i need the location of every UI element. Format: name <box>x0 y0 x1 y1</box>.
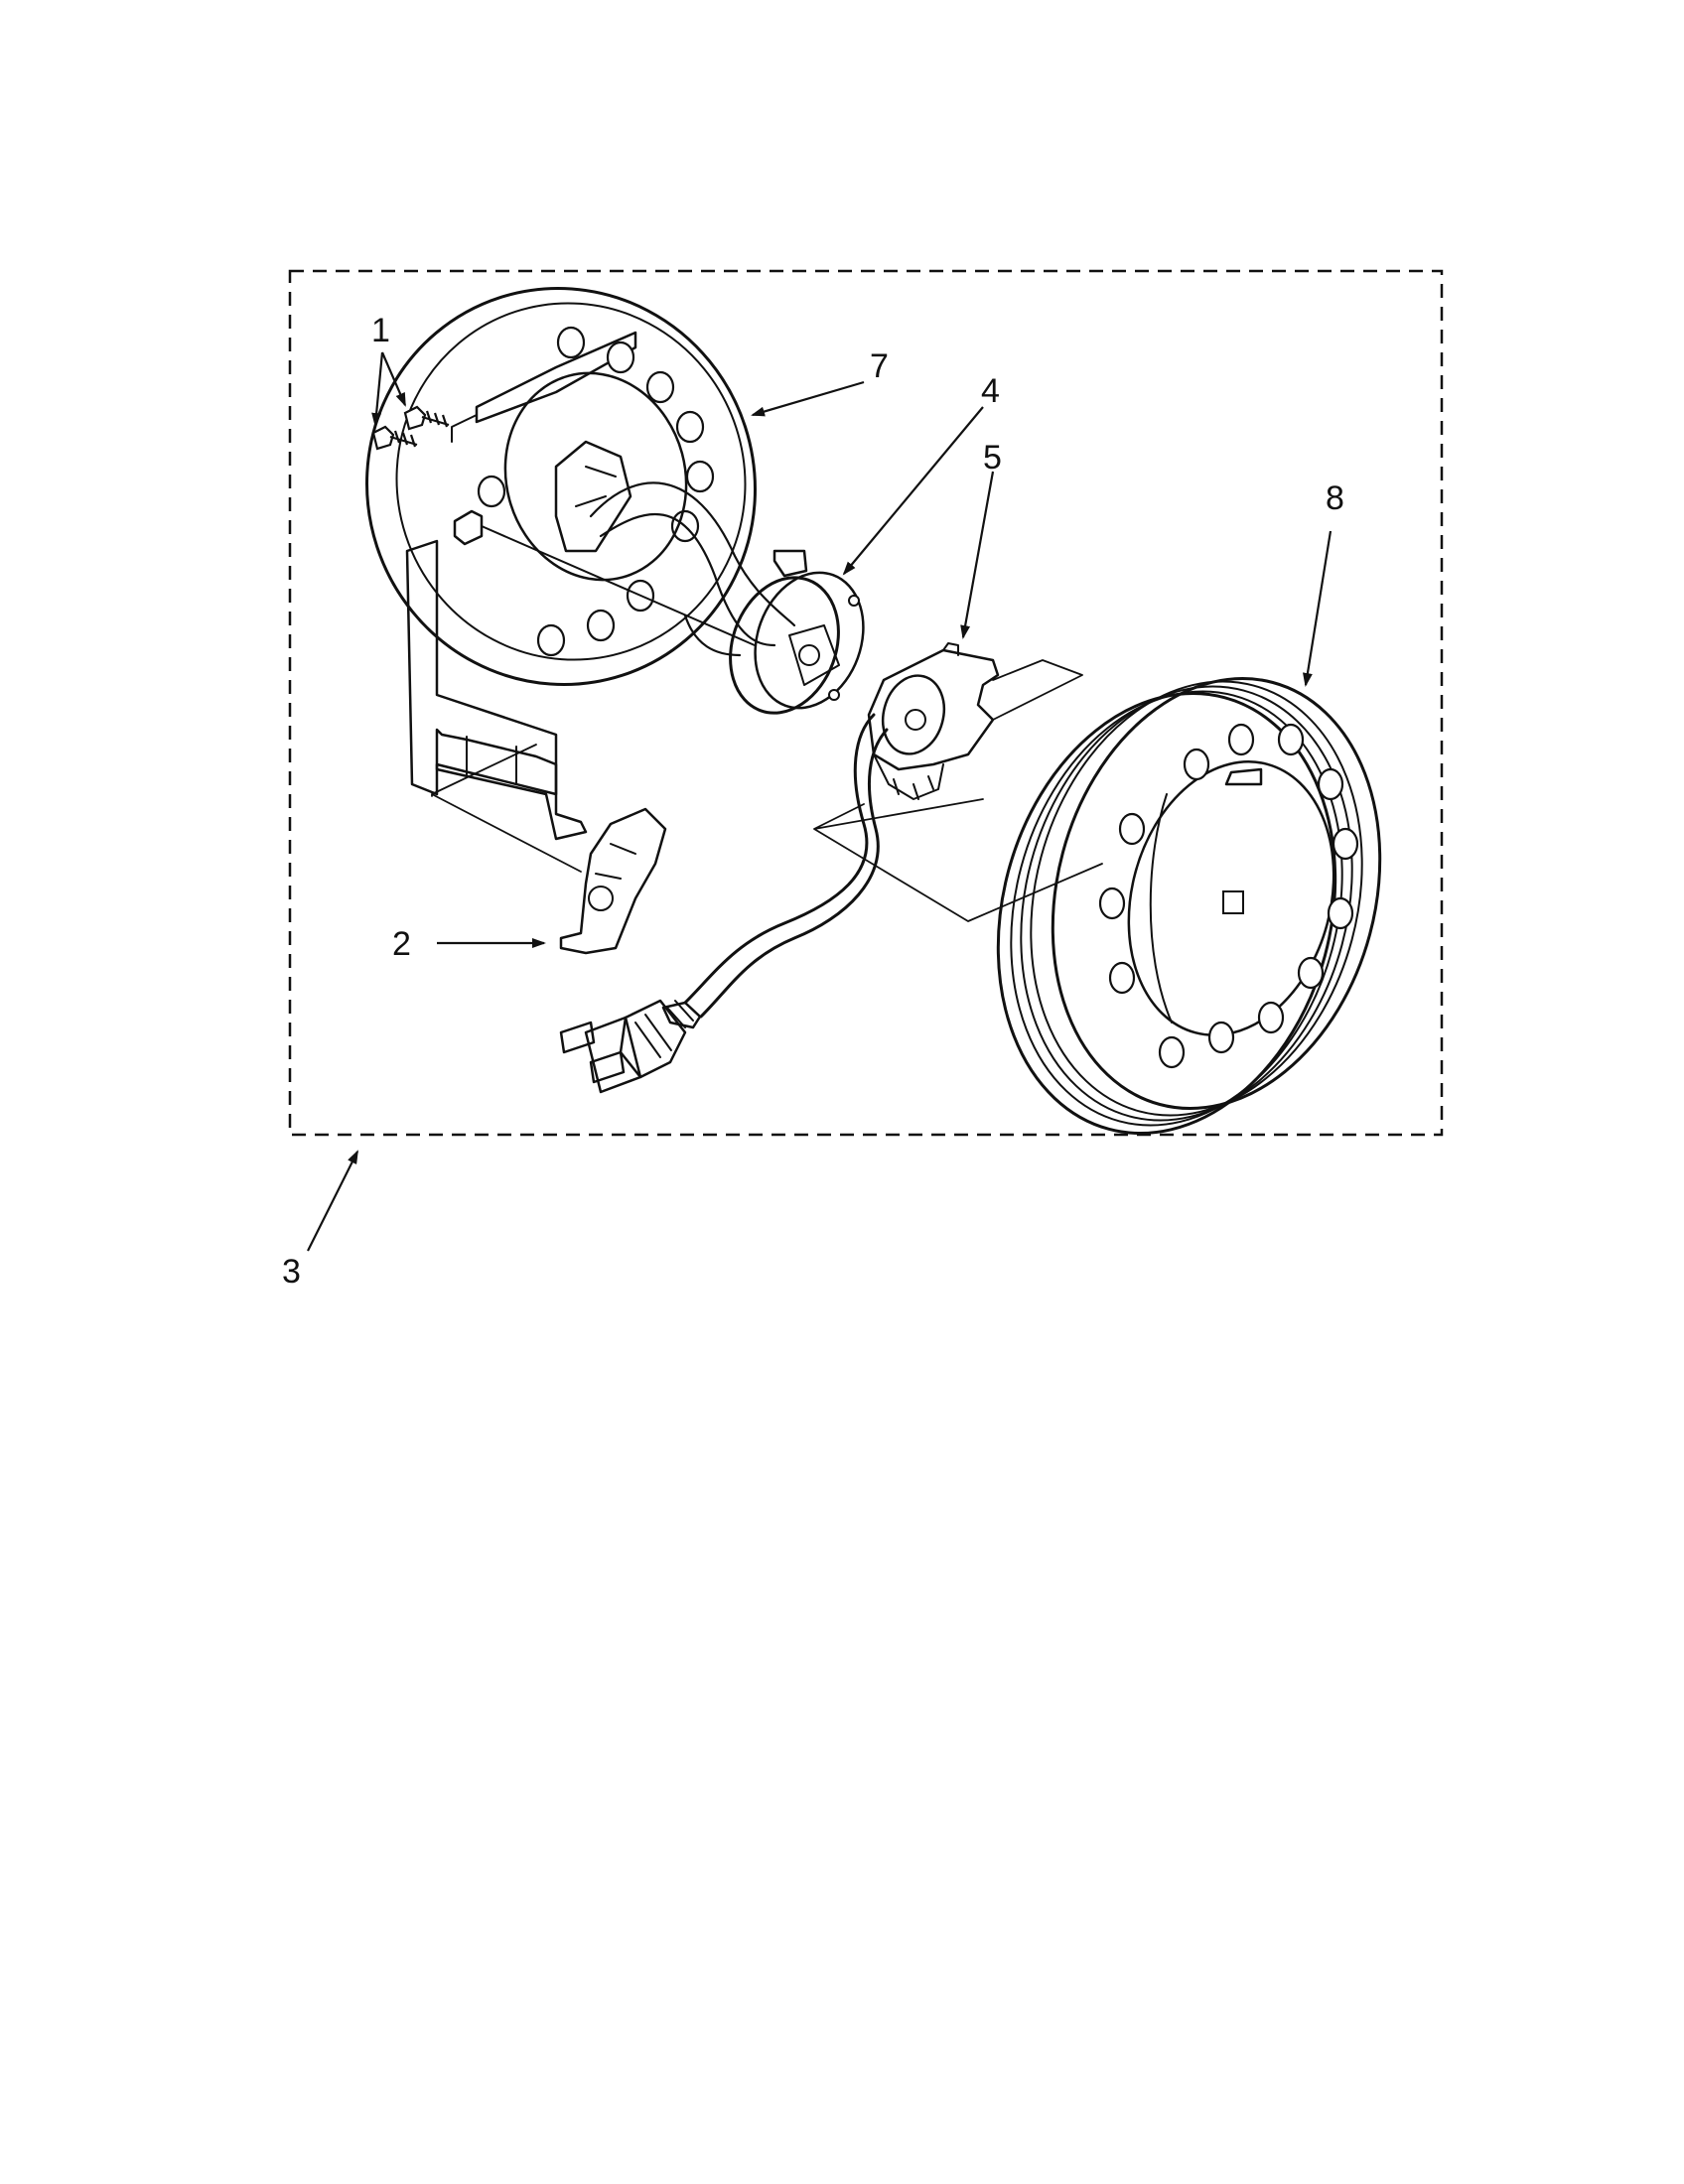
callout-1: 1 <box>371 312 390 349</box>
screws-part-1 <box>371 405 450 451</box>
leader-lines <box>307 351 1333 1252</box>
leader-5 <box>960 471 995 639</box>
leader-1a <box>380 351 407 407</box>
callout-7: 7 <box>870 347 889 385</box>
leader-3 <box>307 1150 358 1252</box>
callout-3: 3 <box>282 1253 301 1291</box>
callout-4: 4 <box>981 372 1000 410</box>
leader-7 <box>751 380 865 417</box>
reel-housing-part-7 <box>365 286 796 841</box>
power-cord <box>559 713 889 1094</box>
alignment-plane-right <box>813 659 1103 922</box>
leader-4 <box>842 406 984 576</box>
alignment-plane-left <box>431 744 582 873</box>
brush-plate-part-4 <box>729 549 865 715</box>
leader-8 <box>1302 530 1333 687</box>
contact-bracket-part-5 <box>867 642 1000 800</box>
assembly-boundary <box>288 269 1444 1137</box>
callout-5: 5 <box>983 439 1002 477</box>
cord-reel-part-8 <box>996 676 1382 1135</box>
leader-1b <box>371 351 384 427</box>
cord-guide-part-2 <box>559 807 667 955</box>
callout-8: 8 <box>1326 479 1344 517</box>
callout-2: 2 <box>392 925 411 963</box>
